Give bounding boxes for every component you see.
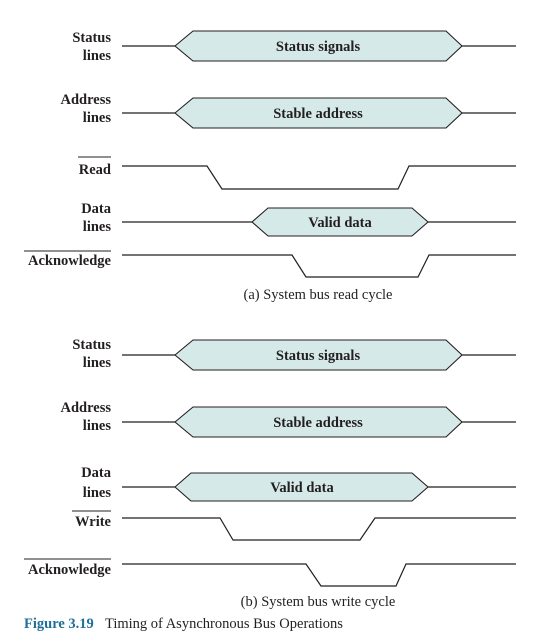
write-cycle-caption: (b) System bus write cycle bbox=[241, 594, 396, 610]
read-read-label: Read bbox=[79, 162, 111, 178]
figure-title: Timing of Asynchronous Bus Operations bbox=[105, 616, 343, 632]
write-data-row: Data lines Valid data bbox=[81, 465, 516, 502]
write-data-bus-text: Valid data bbox=[270, 480, 334, 496]
write-data-label-1: Data bbox=[81, 465, 112, 481]
read-address-bus-text: Stable address bbox=[273, 106, 363, 122]
write-ack-label: Acknowledge bbox=[28, 562, 112, 578]
read-data-label-1: Data bbox=[81, 201, 112, 217]
write-ack-waveform bbox=[122, 563, 516, 587]
read-cycle-caption: (a) System bus read cycle bbox=[244, 287, 393, 303]
read-address-row: Address lines Stable address bbox=[61, 92, 516, 129]
read-address-label-1: Address bbox=[61, 92, 112, 108]
read-status-row: Status lines Status signals bbox=[72, 30, 516, 64]
read-status-label-2: lines bbox=[83, 48, 112, 64]
read-acknowledge-row: Acknowledge bbox=[24, 250, 516, 278]
write-status-label-2: lines bbox=[83, 355, 112, 371]
write-write-waveform bbox=[122, 517, 516, 541]
read-data-bus-text: Valid data bbox=[308, 215, 372, 231]
read-address-label-2: lines bbox=[83, 110, 112, 126]
read-data-row: Data lines Valid data bbox=[81, 201, 516, 237]
read-status-label-1: Status bbox=[72, 30, 111, 46]
write-write-row: Write bbox=[72, 510, 516, 541]
write-address-row: Address lines Stable address bbox=[61, 400, 516, 438]
read-status-bus-text: Status signals bbox=[276, 39, 361, 55]
figure-number: Figure 3.19 bbox=[24, 616, 94, 632]
write-status-bus-text: Status signals bbox=[276, 348, 361, 364]
read-data-label-2: lines bbox=[83, 219, 112, 235]
read-read-row: Read bbox=[78, 156, 516, 190]
write-status-label-1: Status bbox=[72, 337, 111, 353]
read-ack-label: Acknowledge bbox=[28, 253, 112, 269]
write-acknowledge-row: Acknowledge bbox=[24, 558, 516, 587]
write-address-label-2: lines bbox=[83, 418, 112, 434]
write-status-row: Status lines Status signals bbox=[72, 337, 516, 371]
write-address-bus-text: Stable address bbox=[273, 415, 363, 431]
write-address-label-1: Address bbox=[61, 400, 112, 416]
read-ack-waveform bbox=[122, 254, 516, 278]
write-data-label-2: lines bbox=[83, 485, 112, 501]
read-read-waveform bbox=[122, 165, 516, 190]
write-write-label: Write bbox=[75, 514, 112, 530]
